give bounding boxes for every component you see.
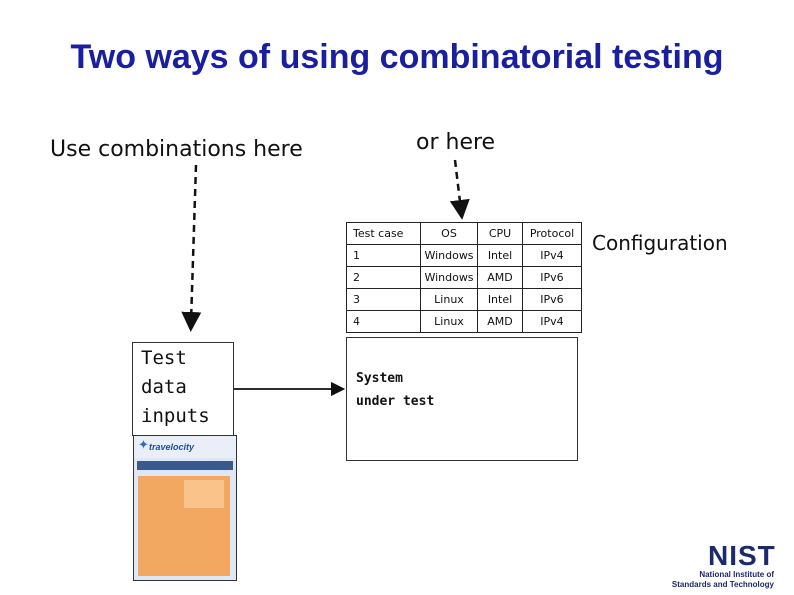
cell-protocol: IPv6 <box>522 266 582 289</box>
system-under-test-label: System under test <box>356 367 434 413</box>
cell-cpu: AMD <box>477 266 523 289</box>
table-row: 3 Linux Intel IPv6 <box>346 288 582 311</box>
test-data-inputs-box <box>132 342 234 436</box>
cell-cpu: Intel <box>477 288 523 311</box>
nist-logo-line1: National Institute of <box>699 570 774 579</box>
input-label-line2: data <box>141 376 187 398</box>
cell-protocol: IPv4 <box>522 244 582 267</box>
table-header-row: Test case OS CPU Protocol <box>346 222 582 245</box>
cell-test-case: 3 <box>346 288 421 311</box>
cell-os: Linux <box>420 310 478 333</box>
input-label-line3: inputs <box>141 405 210 427</box>
system-label-line2: under test <box>356 394 435 409</box>
system-label-line1: System <box>356 371 403 386</box>
cell-cpu: AMD <box>477 310 523 333</box>
thumbnail-nav-bar <box>137 461 233 470</box>
travel-site-screenshot: ✦ travelocity <box>133 435 237 581</box>
test-data-inputs-label: Test data inputs <box>141 344 210 431</box>
cell-os: Windows <box>420 266 478 289</box>
cell-test-case: 2 <box>346 266 421 289</box>
header-cpu: CPU <box>477 222 523 245</box>
nist-logo: NIST National Institute of Standards and… <box>658 542 776 590</box>
right-caption: or here <box>416 130 496 155</box>
dashed-arrow-left <box>181 164 202 332</box>
table-row: 4 Linux AMD IPv4 <box>346 310 582 333</box>
star-icon: ✦ <box>138 437 149 452</box>
cell-os: Linux <box>420 288 478 311</box>
thumbnail-promo <box>184 480 224 508</box>
header-test-case: Test case <box>346 222 421 245</box>
nist-logo-text: National Institute of Standards and Tech… <box>658 570 774 590</box>
cell-test-case: 4 <box>346 310 421 333</box>
system-under-test-box <box>346 337 578 461</box>
header-os: OS <box>420 222 478 245</box>
configuration-label: Configuration <box>592 231 728 255</box>
cell-cpu: Intel <box>477 244 523 267</box>
cell-test-case: 1 <box>346 244 421 267</box>
thumbnail-brand: travelocity <box>149 442 195 452</box>
cell-protocol: IPv6 <box>522 288 582 311</box>
nist-logo-mark: NIST <box>708 540 776 571</box>
cell-protocol: IPv4 <box>522 310 582 333</box>
left-caption: Use combinations here <box>50 137 303 162</box>
nist-logo-line2: Standards and Technology <box>671 580 774 589</box>
table-row: 2 Windows AMD IPv6 <box>346 266 582 289</box>
slide-title: Two ways of using combinatorial testing <box>70 38 724 76</box>
dashed-arrow-right <box>449 159 470 220</box>
table-row: 1 Windows Intel IPv4 <box>346 244 582 267</box>
input-label-line1: Test <box>141 347 187 369</box>
configuration-table: Test case OS CPU Protocol 1 Windows Inte… <box>346 222 582 333</box>
header-protocol: Protocol <box>522 222 582 245</box>
thumbnail-header: ✦ travelocity <box>134 436 236 458</box>
cell-os: Windows <box>420 244 478 267</box>
